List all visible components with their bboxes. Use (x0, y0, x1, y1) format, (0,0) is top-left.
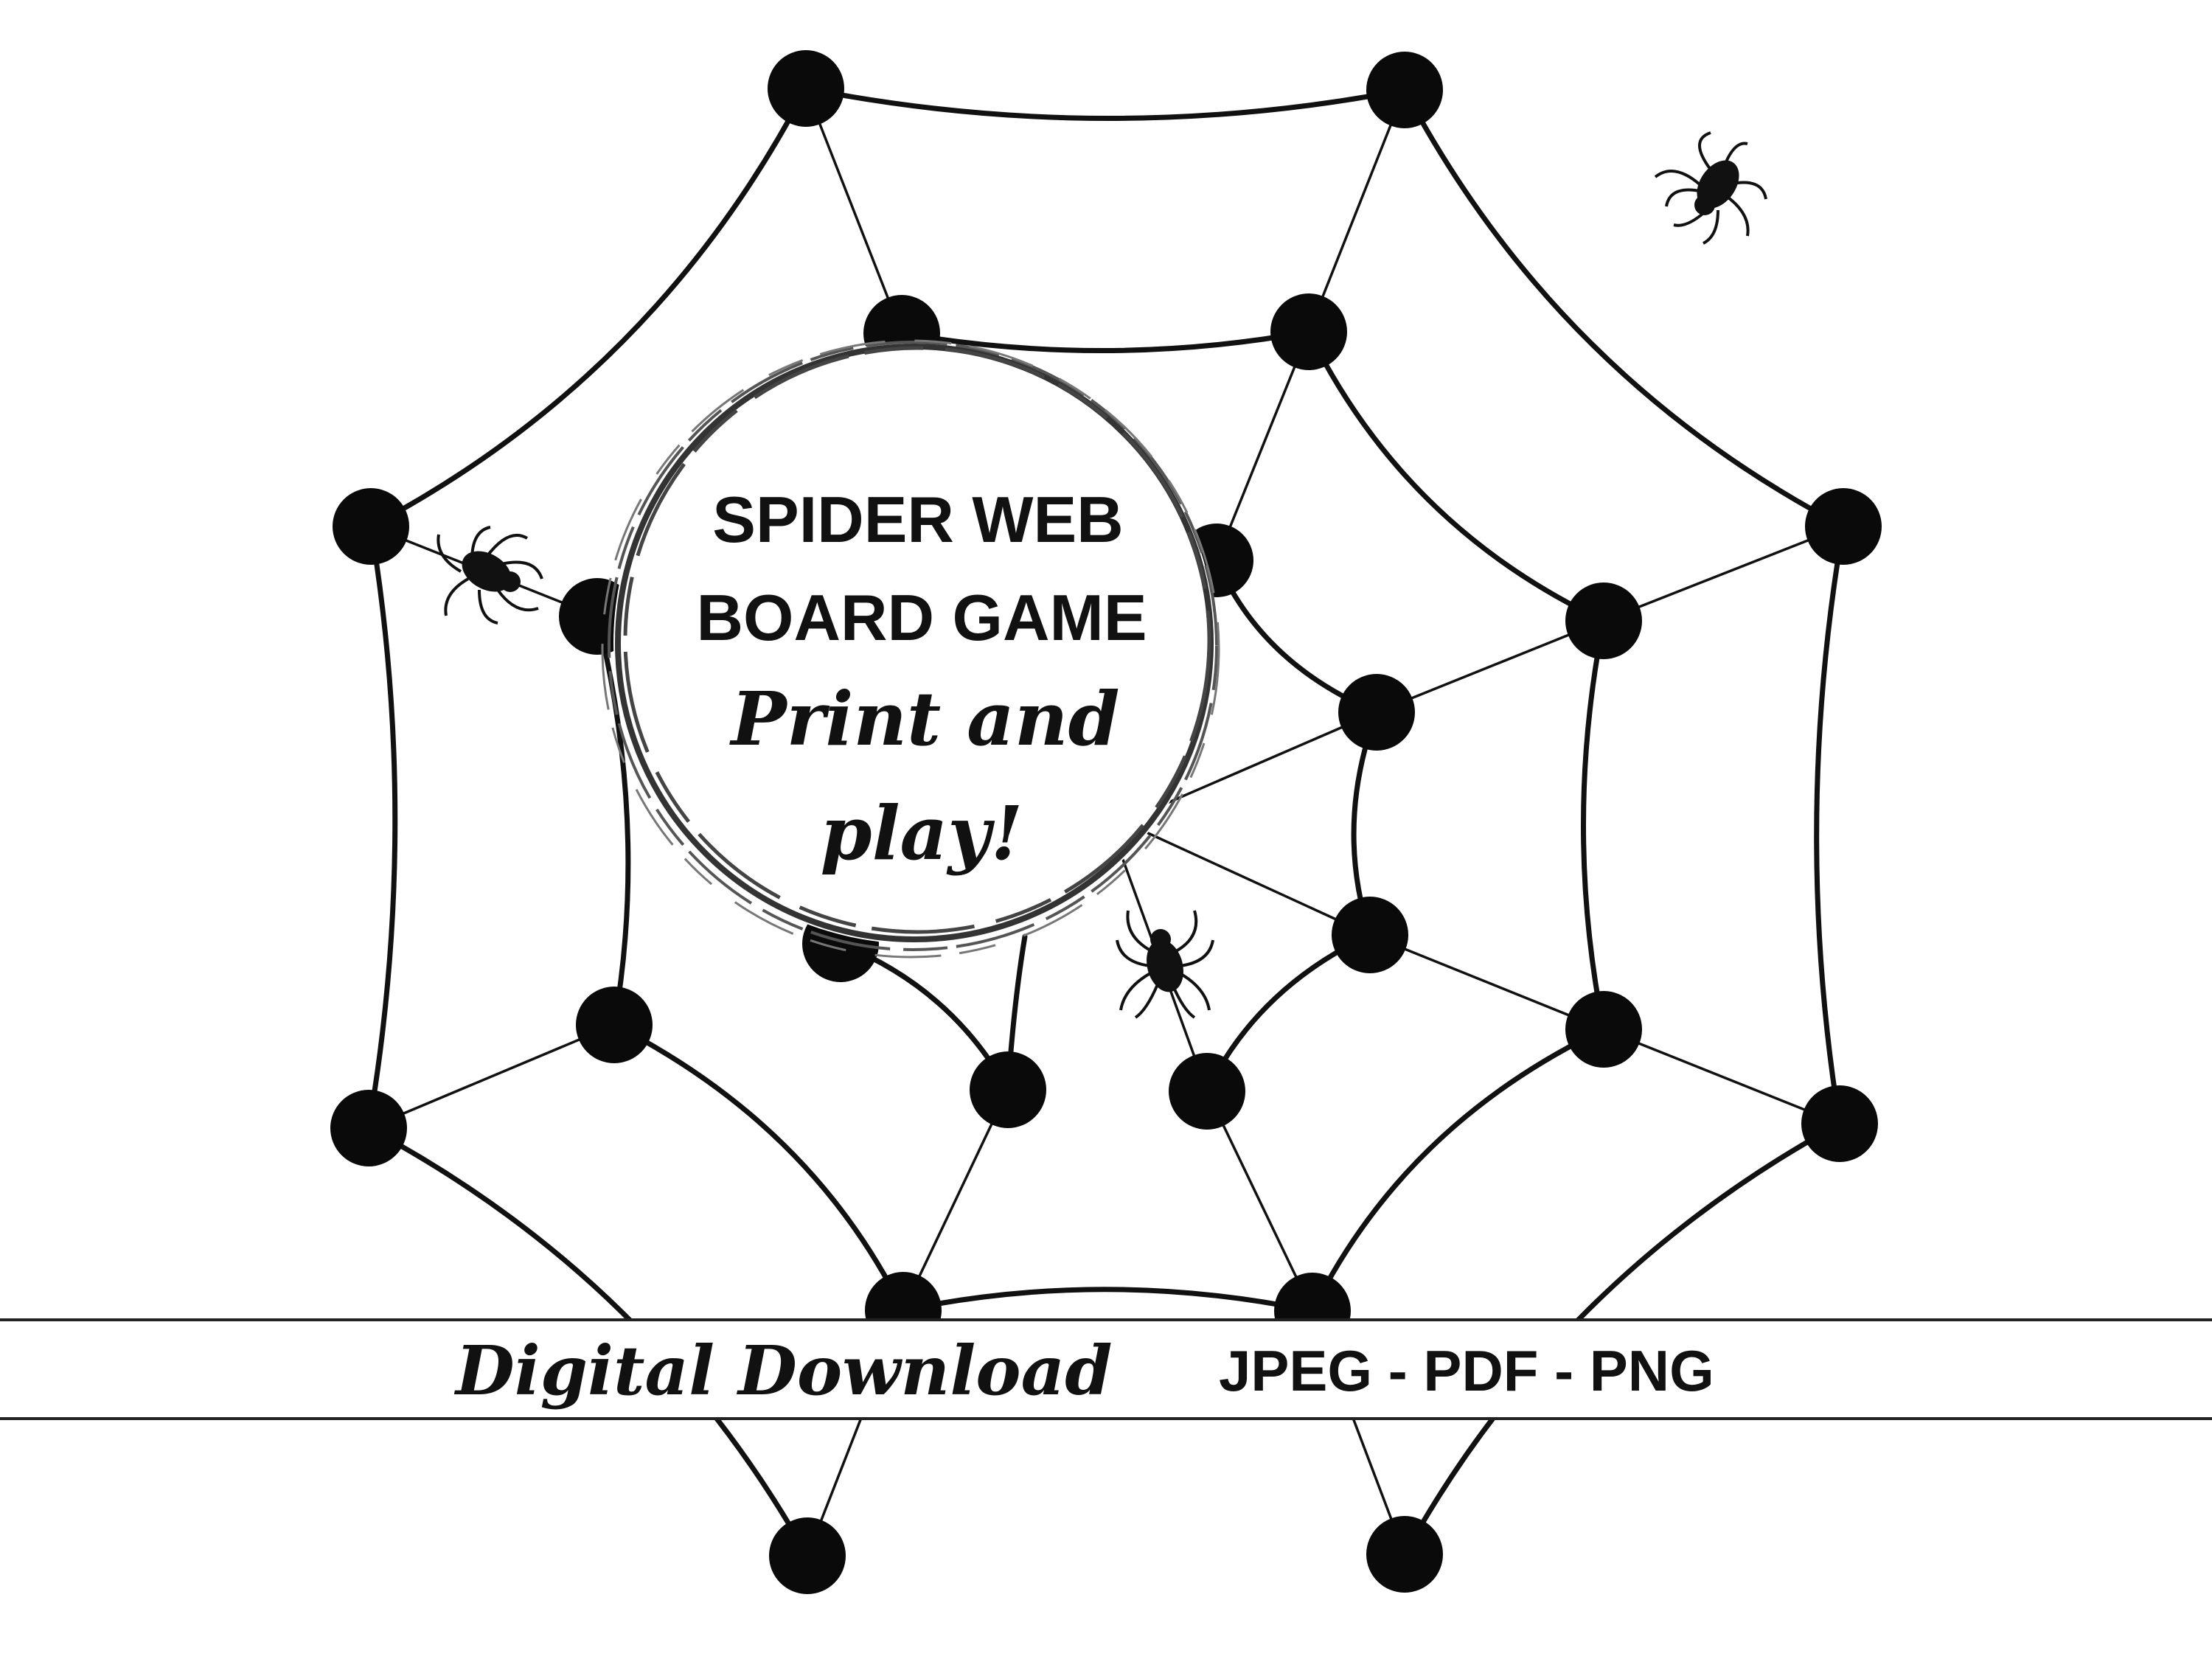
node[interactable] (576, 987, 653, 1063)
node[interactable] (1805, 488, 1882, 565)
spider-icon (1654, 131, 1767, 245)
node[interactable] (768, 50, 844, 127)
banner-digital-download: Digital Download (456, 1331, 1113, 1411)
web-nodes (330, 50, 1882, 1594)
badge-title-line1: SPIDER WEB (712, 483, 1123, 556)
title-badge: SPIDER WEB BOARD GAME Print and play! (601, 339, 1220, 959)
web-outer-ring (366, 86, 1846, 1559)
node[interactable] (1338, 674, 1415, 751)
spider-icon (1116, 910, 1214, 1019)
badge-script-line2: play! (821, 790, 1023, 877)
web-middle-ring (594, 329, 1607, 1314)
banner-file-formats: JPEG - PDF - PNG (1219, 1338, 1714, 1403)
node[interactable] (1565, 991, 1642, 1068)
badge-script-line1: Print and (728, 675, 1119, 762)
spider-icon (437, 526, 543, 625)
node[interactable] (1801, 1085, 1878, 1162)
node[interactable] (1332, 897, 1408, 973)
node[interactable] (769, 1517, 846, 1594)
node[interactable] (970, 1051, 1046, 1128)
node[interactable] (333, 488, 409, 565)
node[interactable] (1366, 1516, 1443, 1593)
node[interactable] (1565, 582, 1642, 659)
node[interactable] (1270, 293, 1347, 370)
node[interactable] (1366, 52, 1443, 128)
download-banner: Digital Download JPEG - PDF - PNG (0, 1318, 2212, 1420)
node[interactable] (330, 1090, 407, 1166)
badge-title-line2: BOARD GAME (696, 581, 1147, 654)
node[interactable] (1169, 1053, 1245, 1130)
